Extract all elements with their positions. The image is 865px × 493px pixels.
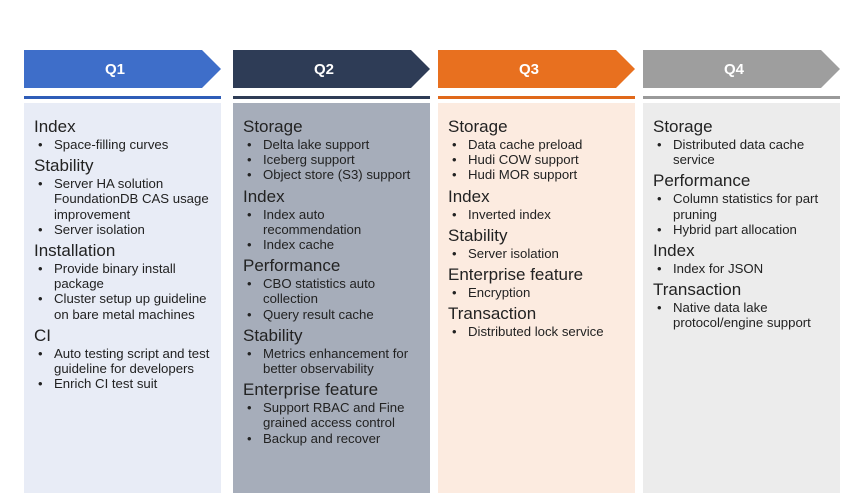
quarter-underline (233, 96, 430, 99)
section-title: Index (243, 186, 285, 206)
list-item: Metrics enhancement for better observabi… (247, 346, 422, 376)
section-item-list: Native data lake protocol/engine support (653, 300, 832, 330)
quarter-arrow-banner: Q4 (643, 50, 840, 88)
quarter-label: Q2 (313, 61, 334, 78)
quarter-column: Q4StorageDistributed data cache serviceP… (643, 50, 840, 493)
section-item-list: Auto testing script and test guideline f… (34, 346, 213, 392)
quarter-panel: StorageData cache preloadHudi COW suppor… (438, 103, 635, 493)
section-title: Storage (243, 117, 303, 136)
section-title: Transaction (653, 280, 742, 300)
section-item-list: Distributed lock service (448, 324, 627, 339)
quarter-arrow-banner: Q2 (233, 50, 430, 88)
section-title: Index (653, 241, 695, 261)
list-item: Distributed lock service (452, 324, 627, 339)
quarter-arrow-banner: Q3 (438, 50, 635, 88)
list-item: Encryption (452, 285, 627, 300)
quarter-column: Q3StorageData cache preloadHudi COW supp… (438, 50, 635, 493)
list-item: Column statistics for part pruning (657, 191, 832, 221)
quarter-panel: IndexSpace-filling curvesStabilityServer… (24, 103, 221, 493)
section-item-list: Delta lake supportIceberg supportObject … (243, 137, 422, 183)
list-item: Index cache (247, 237, 422, 252)
section-item-list: Server HA solution FoundationDB CAS usag… (34, 176, 213, 237)
section-title: Performance (653, 171, 751, 191)
section-item-list: Index auto recommendationIndex cache (243, 207, 422, 253)
list-item: Object store (S3) support (247, 167, 422, 182)
section-title: Index (448, 186, 490, 206)
section-title: Stability (243, 325, 303, 345)
section-item-list: Server isolation (448, 246, 627, 261)
quarter-panel: StorageDelta lake supportIceberg support… (233, 103, 430, 493)
quarter-column: Q1IndexSpace-filling curvesStabilityServ… (24, 50, 221, 493)
section-title: Installation (34, 241, 116, 261)
section-title: Stability (448, 225, 508, 245)
list-item: Index for JSON (657, 261, 832, 276)
list-item: Cluster setup up guideline on bare metal… (38, 291, 213, 321)
section-title: Performance (243, 256, 341, 276)
quarter-label: Q4 (723, 61, 744, 78)
list-item: Native data lake protocol/engine support (657, 300, 832, 330)
list-item: Query result cache (247, 307, 422, 322)
list-item: Server isolation (38, 222, 213, 237)
quarter-label: Q1 (104, 61, 125, 78)
arrow-shape-icon (438, 50, 635, 88)
list-item: Server isolation (452, 246, 627, 261)
list-item: Auto testing script and test guideline f… (38, 346, 213, 376)
list-item: Hybrid part allocation (657, 222, 832, 237)
section-title: Enterprise feature (448, 265, 584, 285)
section-title: Storage (448, 117, 508, 136)
quarter-panel: StorageDistributed data cache servicePer… (643, 103, 840, 493)
quarter-underline (438, 96, 635, 99)
list-item: Provide binary install package (38, 261, 213, 291)
list-item: Iceberg support (247, 152, 422, 167)
arrow-shape-icon (24, 50, 221, 88)
section-item-list: Column statistics for part pruningHybrid… (653, 191, 832, 237)
section-title: Transaction (448, 304, 537, 324)
list-item: Distributed data cache service (657, 137, 832, 167)
section-item-list: CBO statistics auto collectionQuery resu… (243, 276, 422, 322)
section-title: Stability (34, 156, 94, 176)
quarter-arrow-banner: Q1 (24, 50, 221, 88)
list-item: Backup and recover (247, 431, 422, 446)
list-item: Hudi COW support (452, 152, 627, 167)
section-item-list: Support RBAC and Fine grained access con… (243, 400, 422, 446)
arrow-shape-icon (643, 50, 840, 88)
quarter-underline (24, 96, 221, 99)
section-title: Enterprise feature (243, 380, 379, 400)
arrow-shape-icon (233, 50, 430, 88)
quarter-label: Q3 (518, 61, 539, 78)
section-item-list: Space-filling curves (34, 137, 213, 152)
list-item: Space-filling curves (38, 137, 213, 152)
section-item-list: Encryption (448, 285, 627, 300)
list-item: Server HA solution FoundationDB CAS usag… (38, 176, 213, 222)
list-item: Data cache preload (452, 137, 627, 152)
quarter-underline (643, 96, 840, 99)
list-item: CBO statistics auto collection (247, 276, 422, 306)
list-item: Delta lake support (247, 137, 422, 152)
quarter-column: Q2StorageDelta lake supportIceberg suppo… (233, 50, 430, 493)
list-item: Inverted index (452, 207, 627, 222)
list-item: Hudi MOR support (452, 167, 627, 182)
section-item-list: Data cache preloadHudi COW supportHudi M… (448, 137, 627, 183)
section-title: Storage (653, 117, 713, 136)
list-item: Index auto recommendation (247, 207, 422, 237)
section-item-list: Provide binary install packageCluster se… (34, 261, 213, 322)
section-item-list: Inverted index (448, 207, 627, 222)
list-item: Enrich CI test suit (38, 376, 213, 391)
section-title: Index (34, 117, 76, 136)
list-item: Support RBAC and Fine grained access con… (247, 400, 422, 430)
section-item-list: Index for JSON (653, 261, 832, 276)
section-item-list: Distributed data cache service (653, 137, 832, 167)
section-title: CI (34, 325, 51, 345)
section-item-list: Metrics enhancement for better observabi… (243, 346, 422, 376)
